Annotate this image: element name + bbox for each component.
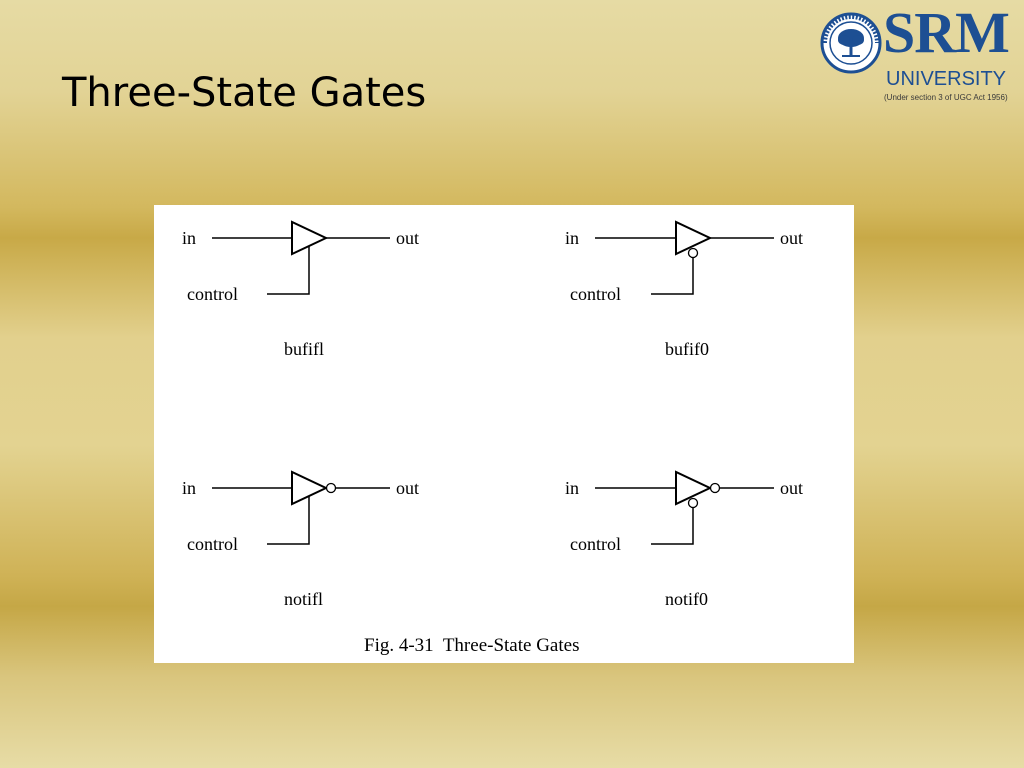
gate-notif0-control-label: control <box>570 534 621 554</box>
srm-university-logo: SRM UNIVERSITY (Under section 3 of UGC A… <box>820 4 1020 110</box>
gate-notifl-name: notifl <box>284 589 323 609</box>
gate-bufif0-control-wire <box>651 257 694 295</box>
gates-diagram: in out control bufifl in out control buf… <box>182 220 803 656</box>
figure-caption: Fig. 4-31 Three-State Gates <box>364 635 579 656</box>
gate-notifl: in out control notifl <box>182 470 419 609</box>
inversion-bubble-icon <box>687 497 699 509</box>
logo-subtitle: UNIVERSITY <box>886 68 1007 90</box>
inversion-bubble-icon <box>325 482 337 494</box>
gate-bufif0: in out control bufif0 <box>565 220 803 359</box>
gate-bufifl-name: bufifl <box>284 339 324 359</box>
gate-notif0-in-label: in <box>565 478 579 498</box>
gate-notifl-out-label: out <box>396 478 419 498</box>
gate-notifl-control-wire <box>267 496 310 545</box>
buffer-symbol-icon <box>675 220 713 256</box>
inversion-bubble-icon <box>709 482 721 494</box>
gate-notif0-control-wire <box>651 507 694 545</box>
gate-notifl-in-label: in <box>182 478 196 498</box>
logo-note: (Under section 3 of UGC Act 1956) <box>884 93 1008 102</box>
university-seal-icon <box>820 12 882 74</box>
gate-notifl-control-label: control <box>187 534 238 554</box>
gate-bufifl: in out control bufifl <box>182 220 419 359</box>
gate-bufif0-out-label: out <box>780 228 803 248</box>
gate-bufifl-control-wire <box>267 246 310 295</box>
gate-notif0: in out control notif0 <box>565 470 803 609</box>
three-state-gates-figure: in out control bufifl in out control buf… <box>154 205 854 663</box>
gate-bufifl-control-label: control <box>187 284 238 304</box>
slide-title: Three-State Gates <box>62 70 427 116</box>
logo-wordmark: SRM <box>883 0 1010 65</box>
inverter-symbol-icon <box>675 470 713 506</box>
gate-bufifl-in-label: in <box>182 228 196 248</box>
gate-notif0-out-label: out <box>780 478 803 498</box>
gate-notif0-name: notif0 <box>665 589 708 609</box>
inversion-bubble-icon <box>687 247 699 259</box>
gate-bufif0-control-label: control <box>570 284 621 304</box>
gate-bufifl-out-label: out <box>396 228 419 248</box>
gate-bufif0-name: bufif0 <box>665 339 709 359</box>
gate-bufif0-in-label: in <box>565 228 579 248</box>
